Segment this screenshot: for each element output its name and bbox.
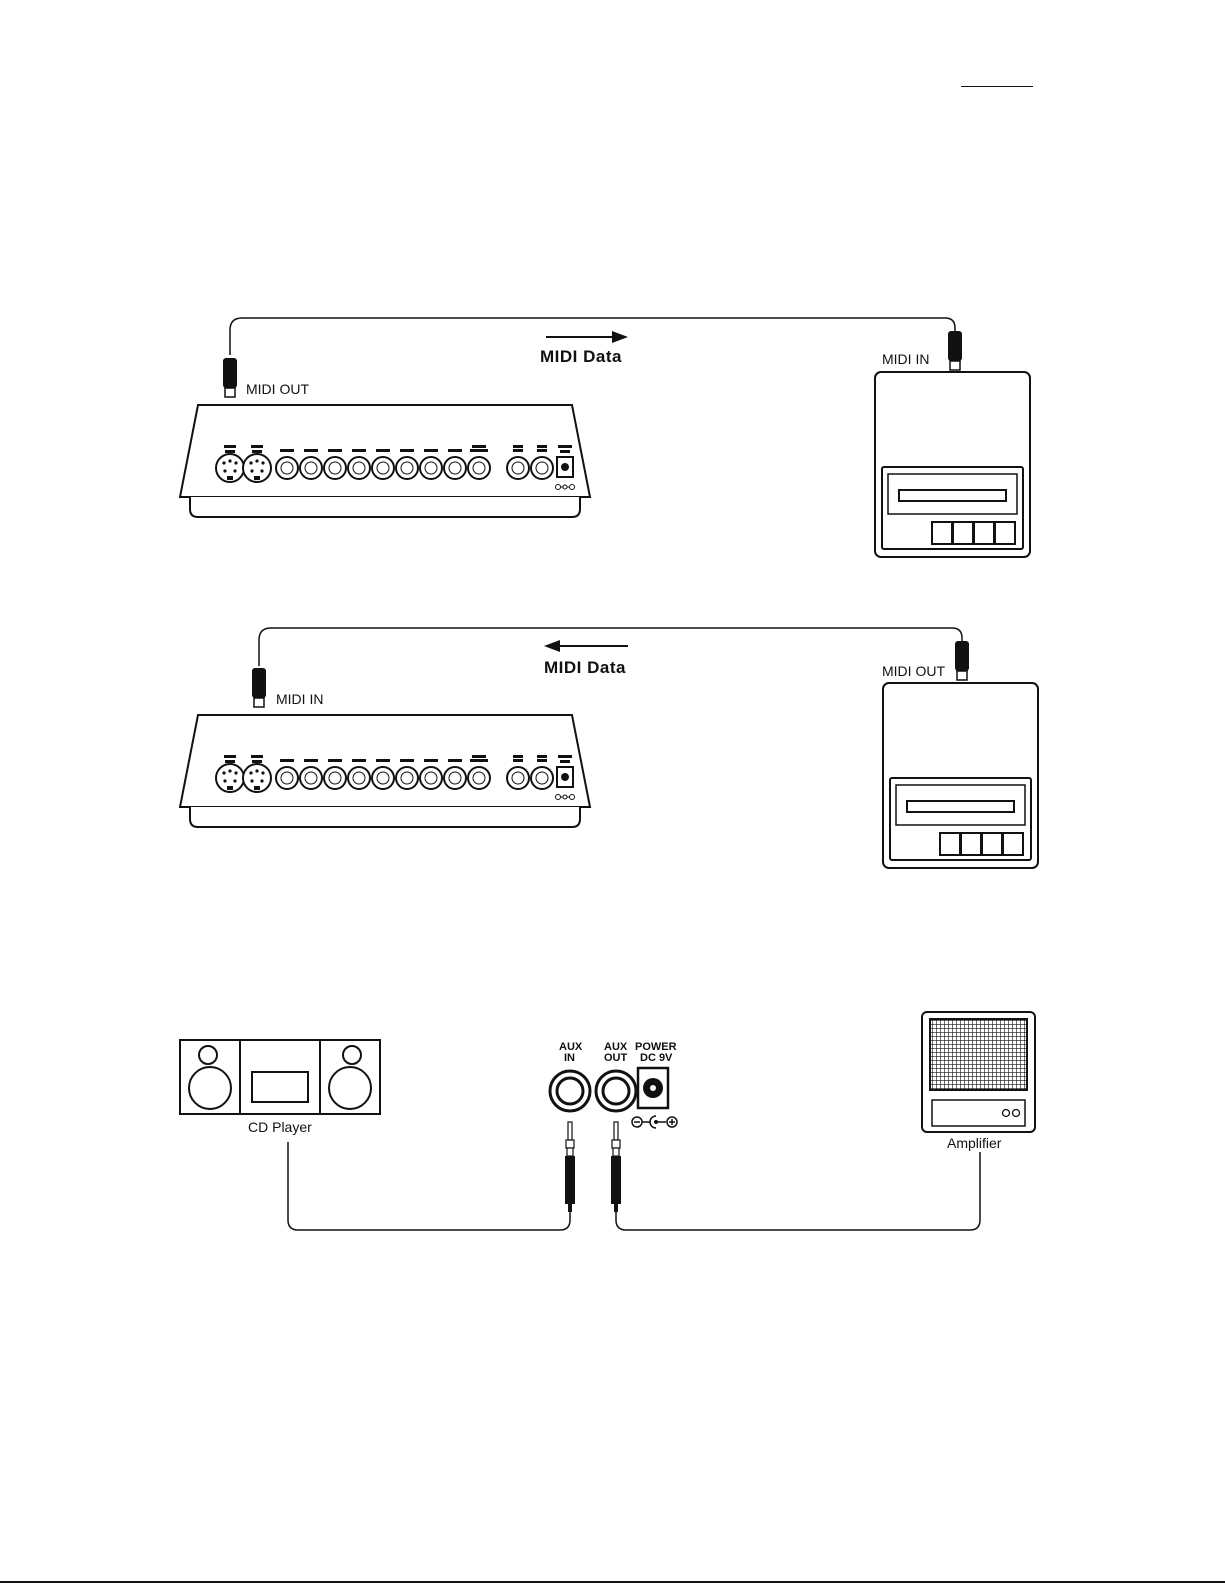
arrow-left-icon <box>544 640 628 652</box>
cd-player-icon <box>180 1040 380 1114</box>
midi-out-connection: MIDI Data MIDI OUT MIDI IN <box>180 318 1030 557</box>
amplifier-icon <box>922 1012 1035 1132</box>
midi-device-icon <box>875 372 1030 557</box>
midi-plug-icon <box>955 641 969 680</box>
power-label-2: DC 9V <box>640 1052 673 1064</box>
cd-player-label: CD Player <box>248 1119 312 1135</box>
dc-power-socket-icon <box>638 1068 668 1108</box>
cable-port-label: MIDI IN <box>276 691 323 707</box>
audio-cable <box>288 1142 570 1230</box>
audio-cable <box>616 1152 980 1230</box>
midi-plug-icon <box>252 668 266 707</box>
data-direction-label: MIDI Data <box>544 658 626 677</box>
aux-panel: AUX IN AUX OUT POWER DC 9V <box>550 1041 677 1128</box>
footer-rule <box>0 1581 1225 1583</box>
jack-plug-icon <box>565 1122 575 1212</box>
aux-out-label-2: OUT <box>604 1052 628 1064</box>
amplifier-label: Amplifier <box>947 1135 1002 1151</box>
midi-device-icon <box>883 683 1038 868</box>
aux-in-label-2: IN <box>564 1052 575 1064</box>
midi-plug-icon <box>223 358 237 397</box>
device-port-label: MIDI IN <box>882 351 929 367</box>
arrow-right-icon <box>546 331 628 343</box>
drum-unit-rear-panel <box>180 715 590 827</box>
audio-connection: CD Player AUX IN AUX OUT POWER DC 9V <box>180 1012 1035 1230</box>
jack-plug-icon <box>611 1122 621 1212</box>
drum-unit-rear-panel <box>180 405 590 517</box>
cable-port-label: MIDI OUT <box>246 381 309 397</box>
data-direction-label: MIDI Data <box>540 347 622 366</box>
midi-plug-icon <box>948 331 962 370</box>
aux-in-socket-icon <box>550 1071 590 1111</box>
aux-out-socket-icon <box>596 1071 636 1111</box>
polarity-icon <box>632 1116 677 1128</box>
midi-in-connection: MIDI Data MIDI IN MIDI OUT <box>180 628 1038 868</box>
device-port-label: MIDI OUT <box>882 663 945 679</box>
